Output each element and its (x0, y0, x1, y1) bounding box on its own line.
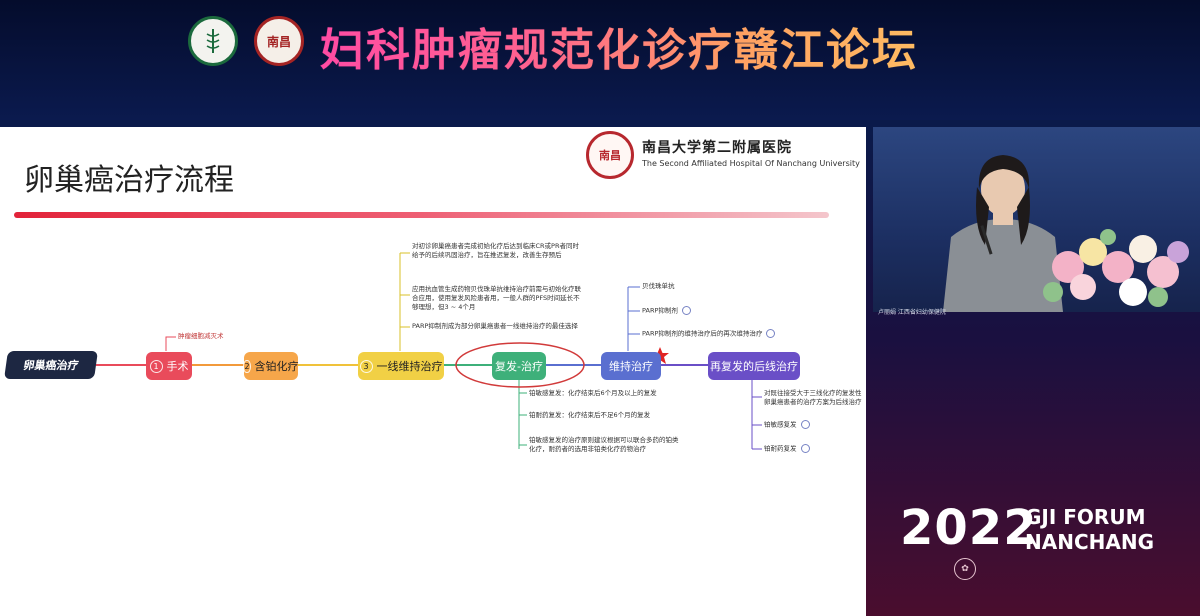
maintenance2-item-label: PARP抑制剂 (642, 306, 678, 315)
step-label: 维持治疗 (609, 360, 653, 373)
flow-step-surgery: 1 手术 (146, 352, 192, 380)
flow-root-label: 卵巢癌治疗 (22, 359, 80, 372)
surgery-note: 肿瘤细胞减灭术 (178, 332, 224, 340)
recurrence-note: 铂敏感复发的治疗原则建议根据可以联合多药的铂类化疗，耐药者的选用非铂类化疗药物治… (529, 436, 679, 453)
speaker-figure (943, 155, 1189, 312)
hospital-name-cn: 南昌大学第二附属医院 (642, 140, 792, 156)
expand-icon (800, 420, 810, 429)
forum-name-line2: NANCHANG (1025, 530, 1155, 554)
maintenance2-item-label: 贝伐珠单抗 (642, 282, 675, 290)
hospital-logo-right: 南昌 (254, 16, 304, 66)
flow-step-chemo: 2 含铂化疗 (243, 352, 299, 380)
hospital-name-en: The Second Affiliated Hospital Of Nancha… (642, 159, 860, 168)
step-number: 2 (243, 359, 251, 373)
hospital-logo-left (188, 16, 238, 66)
forum-title: 妇科肿瘤规范化诊疗赣江论坛 (320, 14, 918, 78)
forum-name-line1: GJI FORUM (1025, 505, 1146, 529)
expand-icon (681, 306, 691, 315)
maintenance2-item: 贝伐珠单抗 (642, 282, 675, 291)
expand-icon (766, 329, 776, 338)
speaker-video (873, 127, 1200, 312)
maintenance2-item: PARP抑制剂 (642, 306, 691, 316)
speaker-caption: 卢丽娟 江西省妇幼保健院 (878, 309, 946, 316)
title-underline (14, 212, 829, 218)
logo-right-text: 南昌 (266, 34, 291, 49)
flow-step-maintenance: 维持治疗 (601, 352, 661, 380)
maintenance2-item-label: PARP抑制剂的维持治疗后的再次维持治疗 (642, 329, 763, 338)
maintenance-note: PARP抑制剂成为部分卵巢癌患者一线维持治疗的最佳选择 (412, 322, 578, 330)
later-line-item-label: 铂敏感复发 (764, 420, 797, 429)
later-line-item-label: 铂耐药复发 (764, 444, 797, 453)
step-number: 3 (359, 359, 373, 373)
presentation-slide: 卵巢癌治疗流程 南昌 南昌大学第二附属医院 The Second Affilia… (0, 127, 866, 616)
flow-step-recurrence: 复发-治疗 (492, 352, 546, 380)
maintenance2-item: PARP抑制剂的维持治疗后的再次维持治疗 (642, 329, 776, 339)
step-label: 复发-治疗 (495, 360, 543, 373)
flow-root-node: 卵巢癌治疗 (4, 351, 98, 379)
step-label: 一线维持治疗 (376, 360, 443, 373)
caduceus-icon (206, 29, 220, 53)
flow-step-later-line: 再复发的后线治疗 (708, 352, 800, 380)
hospital-seal-icon: 南昌 (586, 131, 634, 179)
hospital-seal-text: 南昌 (599, 149, 621, 162)
flow-step-first-line-maintenance: 3 一线维持治疗 (358, 352, 444, 380)
step-number: 1 (149, 359, 163, 373)
maintenance-note: 对初诊卵巢癌患者完成初始化疗后达到临床CR或PR者同时给予的后续巩固治疗，旨在推… (412, 242, 579, 259)
forum-header: 南昌 妇科肿瘤规范化诊疗赣江论坛 (0, 0, 1200, 120)
later-line-note: 对既往接受大于三线化疗的复发性卵巢癌患者的治疗方案为后线治疗 (764, 389, 862, 406)
step-label: 手术 (166, 360, 189, 373)
step-label: 含铂化疗 (254, 360, 299, 373)
step-label: 再复发的后线治疗 (710, 360, 798, 373)
slide-title: 卵巢癌治疗流程 (24, 163, 234, 198)
maintenance-note: 应用抗血管生成药物贝伐珠单抗维持治疗前需与初始化疗联合应用，使用复发风险患者用，… (412, 285, 581, 311)
recurrence-note: 铂敏感复发：化疗结束后6个月及以上的复发 (529, 389, 657, 397)
recurrence-note: 铂耐药复发：化疗结束后不足6个月的复发 (529, 411, 651, 419)
expand-icon (800, 444, 810, 453)
forum-emblem-icon: ✿ (954, 558, 976, 580)
later-line-note: 铂敏感复发 (764, 420, 810, 430)
forum-year: 2022 (900, 500, 1038, 556)
later-line-note: 铂耐药复发 (764, 444, 810, 454)
